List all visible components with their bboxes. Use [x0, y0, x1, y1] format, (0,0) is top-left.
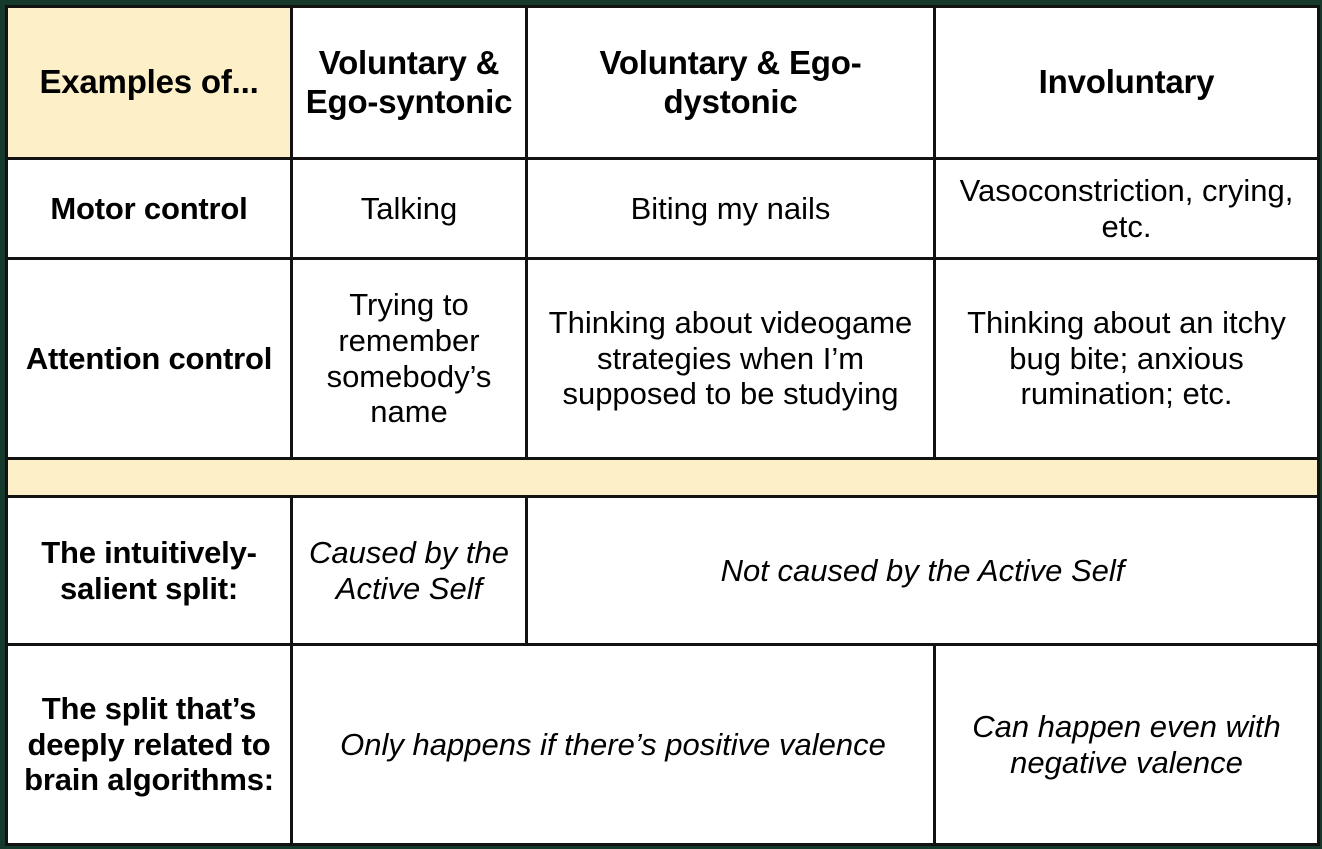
row-label-motor-control: Motor control — [5, 157, 293, 260]
header-cell-examples: Examples of... — [5, 5, 293, 160]
cell-motor-control-ego-dystonic: Biting my nails — [525, 157, 936, 260]
table-header-row: Examples of... Voluntary & Ego-syntonic … — [5, 5, 1320, 160]
row-label-intuitive-split: The intuitively-salient split: — [5, 495, 293, 646]
cell-attention-control-ego-dystonic: Thinking about videogame strategies when… — [525, 257, 936, 460]
cell-attention-control-involuntary: Thinking about an itchy bug bite; anxiou… — [933, 257, 1320, 460]
cell-attention-control-ego-syntonic: Trying to remember somebody’s name — [290, 257, 528, 460]
header-cell-voluntary-ego-syntonic: Voluntary & Ego-syntonic — [290, 5, 528, 160]
cell-intuitive-split-not-caused-by-active-self: Not caused by the Active Self — [525, 495, 1320, 646]
cell-brain-algorithms-negative-valence: Can happen even with negative valence — [933, 643, 1320, 846]
cell-motor-control-involuntary: Vasoconstriction, crying, etc. — [933, 157, 1320, 260]
voluntary-involuntary-matrix: Examples of... Voluntary & Ego-syntonic … — [5, 5, 1320, 846]
spacer-band — [5, 457, 1320, 498]
table-row-attention-control: Attention control Trying to remember som… — [5, 257, 1320, 460]
table-row-motor-control: Motor control Talking Biting my nails Va… — [5, 157, 1320, 260]
cell-intuitive-split-caused-by-active-self: Caused by the Active Self — [290, 495, 528, 646]
row-label-brain-algorithms-split: The split that’s deeply related to brain… — [5, 643, 293, 846]
table-row-brain-algorithms-split: The split that’s deeply related to brain… — [5, 643, 1320, 846]
cell-motor-control-ego-syntonic: Talking — [290, 157, 528, 260]
table-row-intuitive-split: The intuitively-salient split: Caused by… — [5, 495, 1320, 646]
row-label-attention-control: Attention control — [5, 257, 293, 460]
header-cell-voluntary-ego-dystonic: Voluntary & Ego-dystonic — [525, 5, 936, 160]
table-spacer-row — [5, 457, 1320, 498]
cell-brain-algorithms-positive-valence: Only happens if there’s positive valence — [290, 643, 936, 846]
header-cell-involuntary: Involuntary — [933, 5, 1320, 160]
